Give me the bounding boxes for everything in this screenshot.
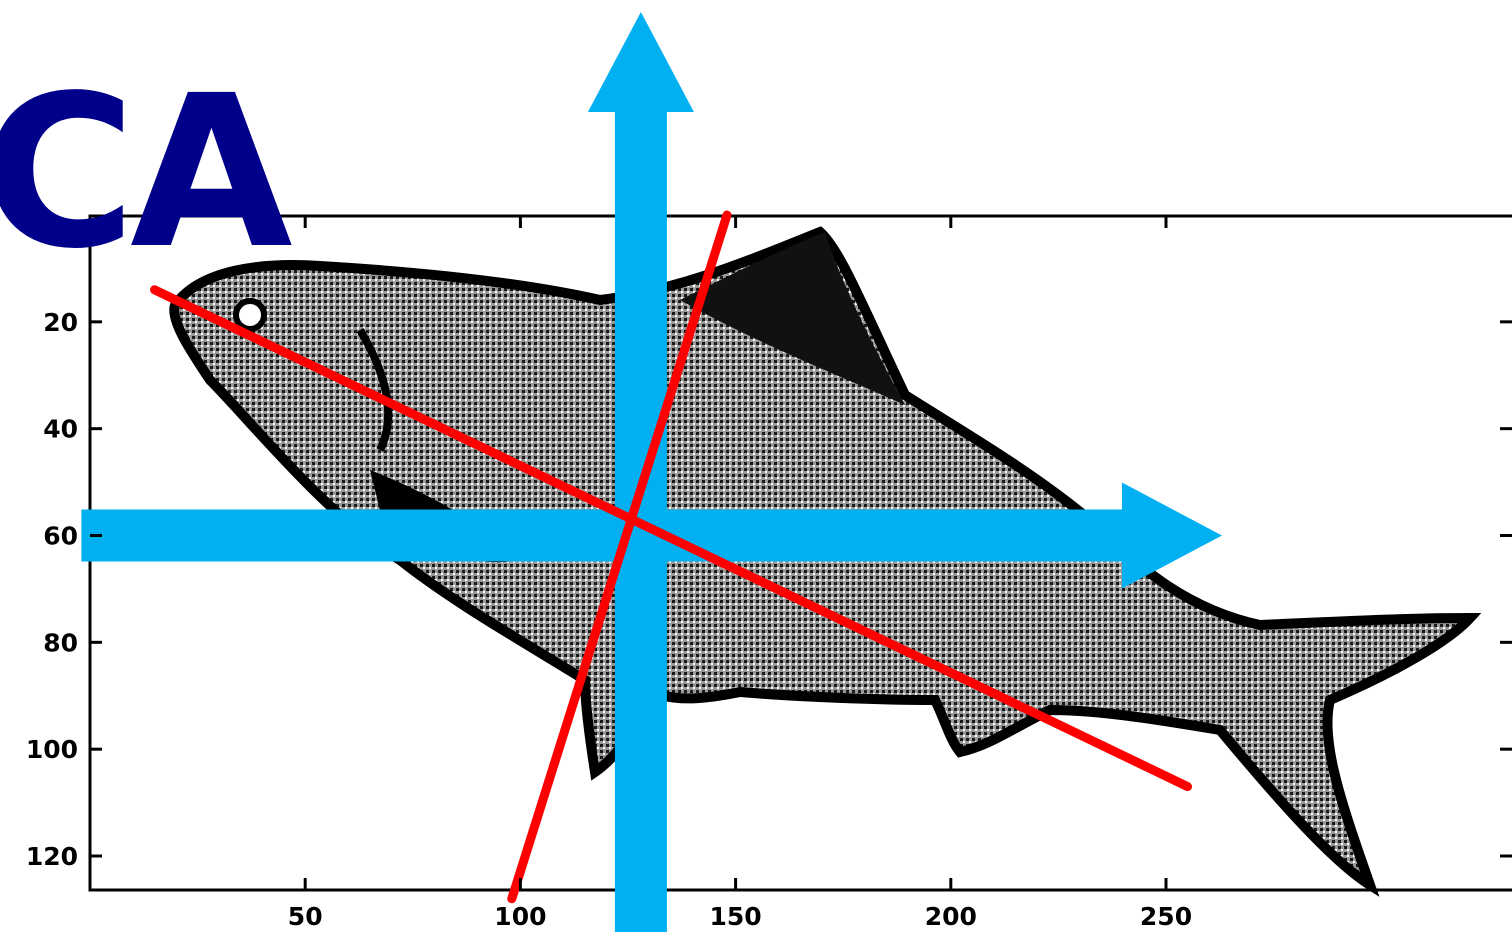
y-tick-label: 120 [26, 842, 78, 871]
x-tick-label: 150 [710, 902, 762, 931]
fish-eye [236, 301, 264, 329]
title: CA [0, 50, 292, 295]
y-tick-label: 60 [43, 522, 78, 551]
x-tick-label: 200 [925, 902, 977, 931]
y-tick-label: 100 [26, 735, 78, 764]
y-tick-label: 40 [43, 415, 78, 444]
y-tick-label: 80 [43, 628, 78, 657]
y-tick-label: 20 [43, 308, 78, 337]
x-tick-label: 100 [494, 902, 546, 931]
x-tick-label: 250 [1140, 902, 1192, 931]
x-tick-label: 50 [288, 902, 323, 931]
